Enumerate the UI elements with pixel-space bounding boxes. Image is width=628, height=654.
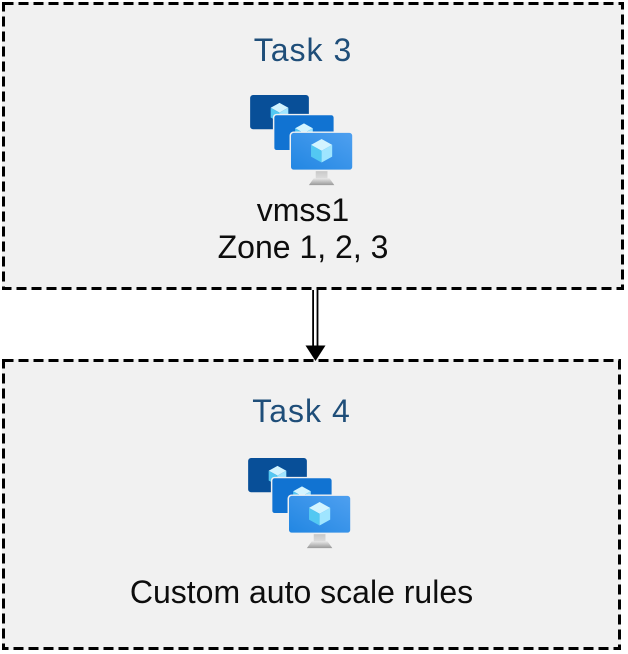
task-3-labels: vmss1 Zone 1, 2, 3 [218,192,389,266]
task-4-box: Task 4 Custom auto scale rules [2,359,621,650]
task-4-title: Task 4 [252,393,351,429]
vm-scale-set-icon [249,94,357,188]
zones-label: Zone 1, 2, 3 [217,229,389,265]
task-3-title: Task 3 [253,32,353,68]
down-arrow-icon [305,290,326,361]
vmss-name-label: vmss1 [256,192,350,228]
task-3-box: Task 3 vmss1 Zone 1, 2, 3 [2,2,624,290]
task-4-content: Task 4 Custom auto scale rules [130,359,473,611]
autoscale-rules-label: Custom auto scale rules [129,574,474,610]
task-4-labels: Custom auto scale rules [130,574,473,611]
vm-scale-set-icon [247,457,355,551]
task-3-content: Task 3 vmss1 Zone 1, 2, 3 [218,2,389,266]
